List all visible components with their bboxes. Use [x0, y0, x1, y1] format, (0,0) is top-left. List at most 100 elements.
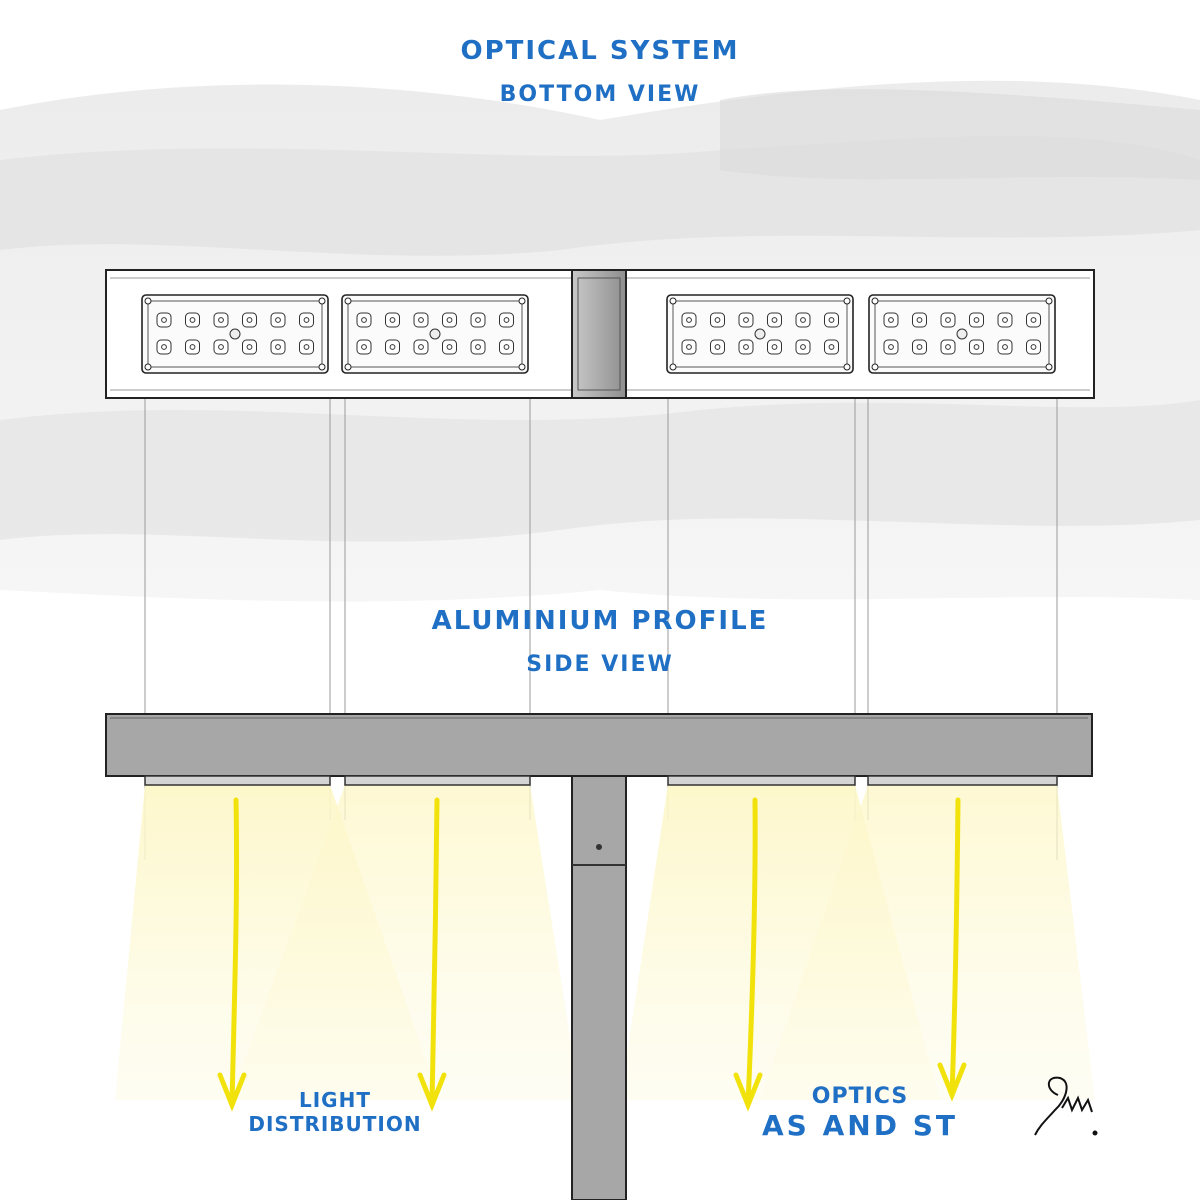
optics-caption-line2: AS and ST	[762, 1109, 958, 1142]
led-lens	[213, 339, 229, 355]
led-chip	[800, 317, 806, 323]
led-lens	[299, 312, 314, 328]
led-lens	[470, 312, 486, 328]
led-chip	[475, 317, 481, 323]
screw-icon	[669, 297, 677, 305]
led-chip	[743, 344, 749, 350]
led-lens	[824, 339, 839, 355]
led-chip	[771, 344, 778, 350]
screw-icon	[518, 363, 526, 371]
led-lens	[1026, 312, 1041, 328]
led-lens	[912, 312, 927, 328]
led-lens	[185, 339, 200, 355]
led-lens	[883, 339, 899, 355]
led-lens	[499, 339, 514, 355]
led-lens	[767, 312, 782, 328]
led-lens	[385, 339, 400, 355]
screw-icon	[144, 363, 152, 371]
center-slot	[571, 269, 627, 399]
led-lens	[442, 312, 457, 328]
aluminium-profile-title: Aluminium Profile	[431, 606, 769, 636]
screw-icon	[843, 297, 851, 305]
led-lens	[1026, 339, 1041, 355]
led-chip	[246, 344, 253, 350]
optics-caption: Optics AS and ST	[740, 1084, 980, 1142]
led-lens	[997, 312, 1013, 328]
led-chip	[389, 344, 396, 350]
led-chip	[686, 317, 692, 323]
led-lens	[912, 339, 927, 355]
led-lens	[356, 339, 372, 355]
led-chip	[503, 344, 510, 350]
led-chip	[361, 344, 367, 350]
led-lens	[213, 312, 229, 328]
led-lens	[242, 312, 257, 328]
led-chip	[303, 344, 310, 350]
led-lens	[413, 339, 429, 355]
screw-icon	[318, 363, 326, 371]
screw-icon	[669, 363, 677, 371]
led-lens	[442, 339, 457, 355]
led-chip	[771, 317, 778, 323]
led-lens	[681, 339, 697, 355]
led-lens	[270, 312, 286, 328]
led-module	[868, 294, 1056, 374]
led-chip	[161, 344, 167, 350]
led-chip	[475, 344, 481, 350]
led-chip	[218, 344, 224, 350]
pole	[571, 775, 627, 1200]
led-lens	[681, 312, 697, 328]
led-chip	[973, 317, 980, 323]
center-screw-icon	[754, 328, 766, 340]
led-chip	[1030, 317, 1037, 323]
led-chip	[189, 344, 196, 350]
optics-caption-line1: Optics	[811, 1084, 909, 1109]
led-lens	[969, 312, 984, 328]
led-chip	[303, 317, 310, 323]
led-chip	[686, 344, 692, 350]
screw-icon	[843, 363, 851, 371]
screw-icon	[1045, 297, 1053, 305]
center-screw-icon	[429, 328, 441, 340]
screw-icon	[344, 297, 352, 305]
led-chip	[888, 344, 894, 350]
led-lens	[299, 339, 314, 355]
aluminium-profile-subtitle: Side View	[526, 652, 674, 677]
led-lens	[969, 339, 984, 355]
screw-icon	[518, 297, 526, 305]
screw-icon	[344, 363, 352, 371]
led-chip	[1002, 344, 1008, 350]
screw-icon	[144, 297, 152, 305]
led-chip	[218, 317, 224, 323]
led-chip	[828, 317, 835, 323]
led-chip	[361, 317, 367, 323]
led-chip	[275, 317, 281, 323]
led-chip	[888, 317, 894, 323]
led-chip	[446, 344, 453, 350]
led-lens	[997, 339, 1013, 355]
led-module	[666, 294, 854, 374]
center-screw-icon	[956, 328, 968, 340]
optical-system-title: Optical System	[460, 36, 740, 66]
led-lens	[156, 339, 172, 355]
light-beams	[115, 785, 1095, 1100]
led-lens	[385, 312, 400, 328]
optical-housing-bottom-view	[105, 269, 1095, 399]
led-chip	[246, 317, 253, 323]
led-lens	[242, 339, 257, 355]
led-chip	[714, 317, 721, 323]
led-chip	[916, 344, 923, 350]
led-lens	[413, 312, 429, 328]
light-arrows	[217, 797, 967, 1112]
optical-system-subtitle: Bottom View	[499, 82, 701, 107]
led-lens	[824, 312, 839, 328]
light-caption-line2: Distribution	[248, 1112, 422, 1136]
center-screw-icon	[229, 328, 241, 340]
led-lens	[710, 312, 725, 328]
led-lens	[883, 312, 899, 328]
led-chip	[161, 317, 167, 323]
led-lens	[470, 339, 486, 355]
led-lens	[940, 339, 956, 355]
led-chip	[1002, 317, 1008, 323]
